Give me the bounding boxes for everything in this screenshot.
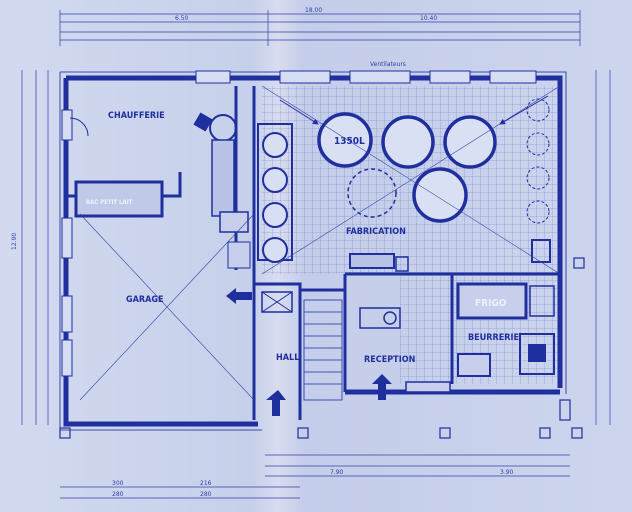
room-label-reception: RECEPTION xyxy=(364,355,416,365)
fabrication-sink xyxy=(395,256,409,272)
dim-bottom-e: 300 xyxy=(112,480,124,487)
small-vat-column xyxy=(257,123,293,263)
top-windows xyxy=(195,70,537,84)
room-label-bac-petit-lait: BAC PETIT LAIT xyxy=(86,199,133,206)
butter-churn xyxy=(519,333,555,375)
ventilateurs-label: Ventilateurs xyxy=(370,61,406,68)
future-vat-dashed xyxy=(347,168,397,218)
top-dimension-lines xyxy=(59,10,581,46)
outside-posts xyxy=(59,257,585,439)
bac-petit-lait-tank xyxy=(74,180,164,218)
dim-left-total: 12.90 xyxy=(11,233,18,250)
dim-bottom-c: 280 xyxy=(112,491,124,498)
right-wall-dashed-circles xyxy=(526,98,550,224)
reception-scale xyxy=(359,307,401,329)
butter-churn-core xyxy=(528,344,546,362)
dim-top-left: 6.50 xyxy=(175,15,189,22)
left-dimension-lines xyxy=(21,70,49,425)
beurrerie-table xyxy=(457,353,491,377)
chaufferie-door-swing xyxy=(69,117,89,137)
room-label-hall: HALL xyxy=(276,353,299,363)
diagonal-guides xyxy=(79,85,561,401)
left-windows xyxy=(61,109,73,377)
room-label-garage: GARAGE xyxy=(126,295,164,305)
dim-top-total: 18.00 xyxy=(305,7,322,14)
entrance-arrows xyxy=(226,288,392,416)
bottom-dimension-lines xyxy=(60,454,570,499)
boiler xyxy=(193,112,251,269)
room-label-fabrication: FABRICATION xyxy=(346,227,406,237)
frigo-unit xyxy=(529,285,555,317)
frigo-room xyxy=(456,282,528,320)
hall-staircase xyxy=(303,299,343,401)
hall-lift xyxy=(261,291,293,313)
dim-bottom-f: 216 xyxy=(200,480,212,487)
fabrication-counter xyxy=(349,253,395,269)
dim-bottom-a: 7.90 xyxy=(330,469,344,476)
dim-top-right: 10.40 xyxy=(420,15,437,22)
room-label-beurrerie: BEURRERIE xyxy=(468,333,519,343)
ventilation-arrows xyxy=(279,95,549,125)
right-dimension-lines xyxy=(595,70,611,425)
dim-bottom-b: 3.90 xyxy=(500,469,514,476)
reception-window xyxy=(405,381,451,393)
large-vats xyxy=(317,112,497,223)
room-label-frigo: FRIGO xyxy=(475,298,507,309)
dim-bottom-d: 280 xyxy=(200,491,212,498)
room-label-chaufferie: CHAUFFERIE xyxy=(108,111,165,121)
